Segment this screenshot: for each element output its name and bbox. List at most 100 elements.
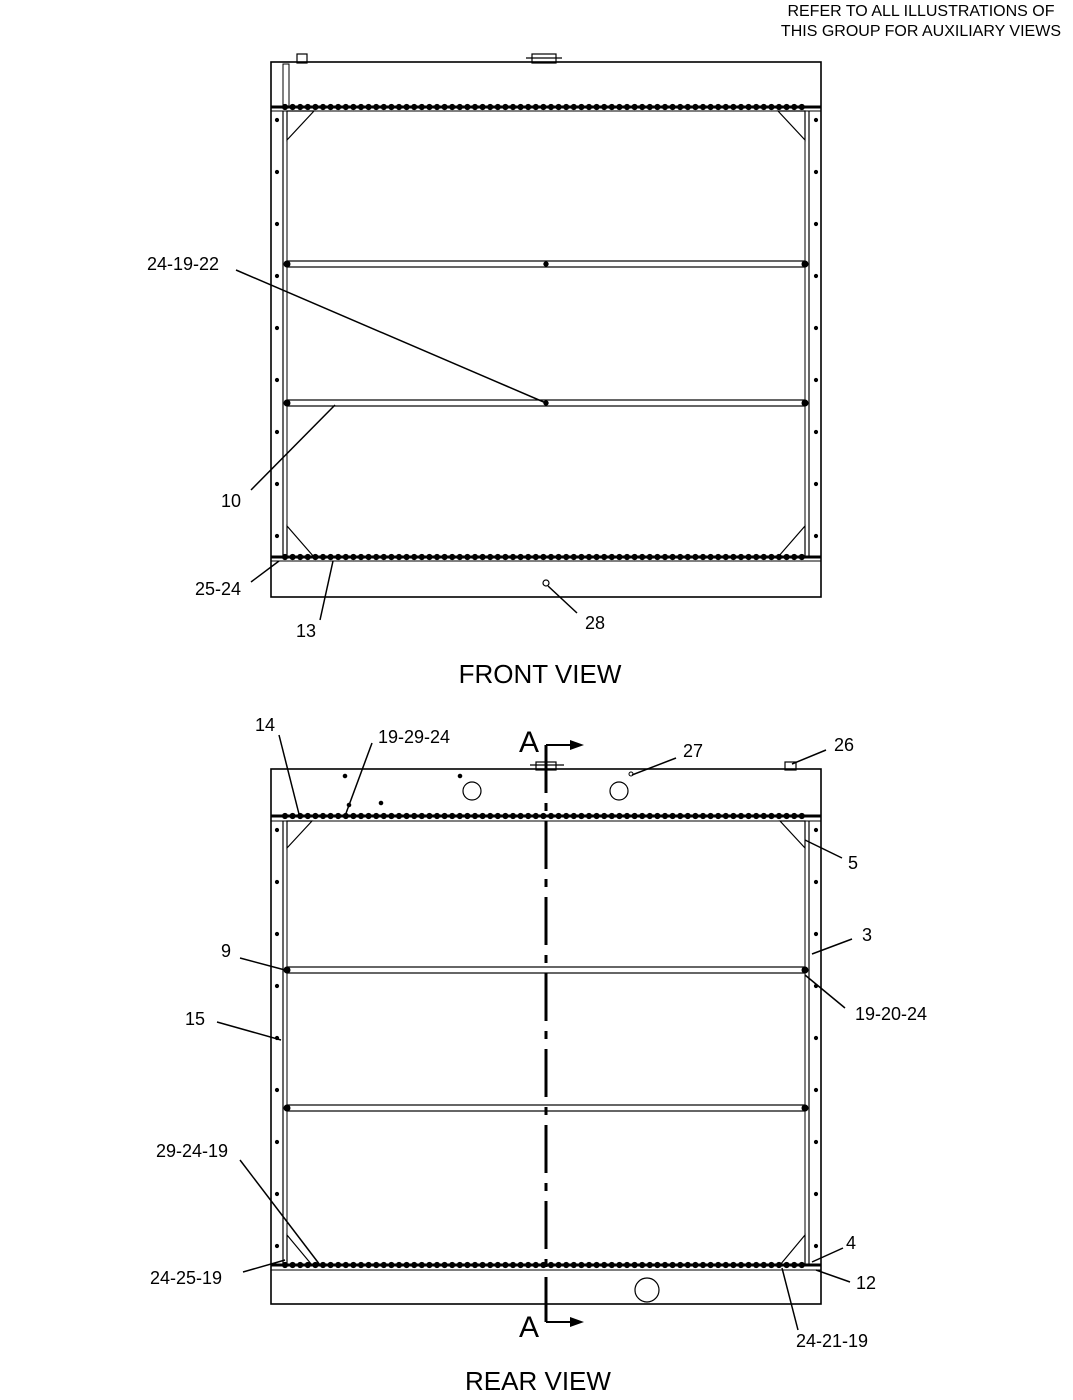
mounting-hole bbox=[274, 879, 280, 885]
bolt bbox=[289, 812, 296, 820]
bolt bbox=[555, 1261, 562, 1269]
bolt bbox=[570, 812, 577, 820]
callout-13: 13 bbox=[296, 621, 316, 641]
bolt bbox=[373, 103, 380, 111]
callout-3: 3 bbox=[862, 925, 872, 945]
bolt bbox=[677, 1261, 684, 1269]
bolt bbox=[388, 553, 395, 561]
bolt bbox=[403, 1261, 410, 1269]
bolt bbox=[639, 1261, 646, 1269]
bolt bbox=[411, 553, 418, 561]
bolt bbox=[737, 103, 745, 111]
bolt bbox=[281, 1261, 289, 1269]
bolt bbox=[585, 1261, 593, 1269]
bolt bbox=[547, 553, 555, 561]
section-label-bottom: A bbox=[519, 1311, 539, 1344]
bolt bbox=[563, 1261, 570, 1269]
bolt bbox=[373, 553, 380, 561]
callout-28: 28 bbox=[585, 613, 605, 633]
bolt bbox=[623, 103, 631, 111]
bolt bbox=[722, 812, 729, 820]
bolt bbox=[692, 553, 699, 561]
auxiliary-views-note: REFER TO ALL ILLUSTRATIONS OF THIS GROUP… bbox=[781, 2, 1061, 42]
bolt bbox=[312, 553, 319, 561]
bolt bbox=[547, 103, 555, 111]
bolt bbox=[715, 103, 722, 111]
bolt bbox=[768, 812, 775, 820]
bolt bbox=[426, 1261, 433, 1269]
bolt bbox=[494, 812, 501, 820]
bolt bbox=[654, 103, 661, 111]
bolt bbox=[684, 1261, 691, 1269]
bolt bbox=[517, 553, 524, 561]
bolt bbox=[433, 1261, 441, 1269]
bolt bbox=[745, 1261, 752, 1269]
bolt bbox=[319, 1261, 327, 1269]
mounting-hole bbox=[813, 1191, 819, 1197]
bolt bbox=[578, 103, 585, 111]
bolt bbox=[639, 812, 646, 820]
bolt bbox=[707, 812, 714, 820]
mounting-hole bbox=[274, 983, 280, 989]
mounting-hole bbox=[813, 429, 819, 435]
bolt bbox=[646, 812, 653, 820]
bolt bbox=[509, 553, 517, 561]
bolt bbox=[563, 103, 570, 111]
bolt bbox=[350, 103, 357, 111]
bolt bbox=[775, 553, 783, 561]
bolt bbox=[768, 553, 775, 561]
bolt bbox=[517, 103, 524, 111]
front-leaders bbox=[235, 269, 578, 621]
mounting-hole bbox=[813, 169, 819, 175]
bolt bbox=[730, 103, 737, 111]
bolt bbox=[289, 553, 296, 561]
bolt bbox=[471, 1261, 479, 1269]
bolt bbox=[380, 103, 387, 111]
bolt bbox=[768, 103, 775, 111]
callout-19-29-24: 19-29-24 bbox=[378, 727, 450, 747]
bolt bbox=[661, 553, 669, 561]
bolt bbox=[791, 1261, 798, 1269]
bolt bbox=[327, 1261, 334, 1269]
bolt bbox=[319, 553, 327, 561]
bolt bbox=[509, 103, 517, 111]
bolt bbox=[456, 103, 463, 111]
bolt bbox=[327, 812, 334, 820]
bolt bbox=[449, 812, 456, 820]
bolt bbox=[593, 812, 600, 820]
bolt bbox=[487, 812, 494, 820]
bolt bbox=[494, 1261, 501, 1269]
bolt bbox=[783, 553, 790, 561]
bolt bbox=[357, 103, 365, 111]
bolt bbox=[509, 812, 517, 820]
bolt bbox=[570, 1261, 577, 1269]
mounting-hole bbox=[813, 1087, 819, 1093]
bolt bbox=[760, 812, 767, 820]
bolt bbox=[753, 103, 760, 111]
bolt bbox=[327, 553, 334, 561]
bolt bbox=[487, 553, 494, 561]
mounting-hole bbox=[274, 533, 280, 539]
mounting-hole bbox=[274, 169, 280, 175]
bolt bbox=[532, 553, 539, 561]
bolt bbox=[350, 1261, 357, 1269]
rear-leaders bbox=[216, 734, 853, 1331]
bolt bbox=[737, 812, 745, 820]
mounting-hole bbox=[274, 1139, 280, 1145]
bolt bbox=[335, 103, 342, 111]
bolt bbox=[441, 103, 448, 111]
bolt bbox=[760, 553, 767, 561]
bolt bbox=[585, 553, 593, 561]
bolt bbox=[357, 812, 365, 820]
bolt bbox=[342, 1261, 349, 1269]
mounting-hole bbox=[274, 481, 280, 487]
note-line-2: THIS GROUP FOR AUXILIARY VIEWS bbox=[780, 23, 1061, 40]
bolt bbox=[418, 812, 425, 820]
bolt bbox=[479, 812, 486, 820]
bolt bbox=[646, 1261, 653, 1269]
bolt bbox=[471, 103, 479, 111]
bolt bbox=[388, 812, 395, 820]
bolt bbox=[699, 553, 707, 561]
callout-5: 5 bbox=[848, 853, 858, 873]
bolt bbox=[585, 812, 593, 820]
